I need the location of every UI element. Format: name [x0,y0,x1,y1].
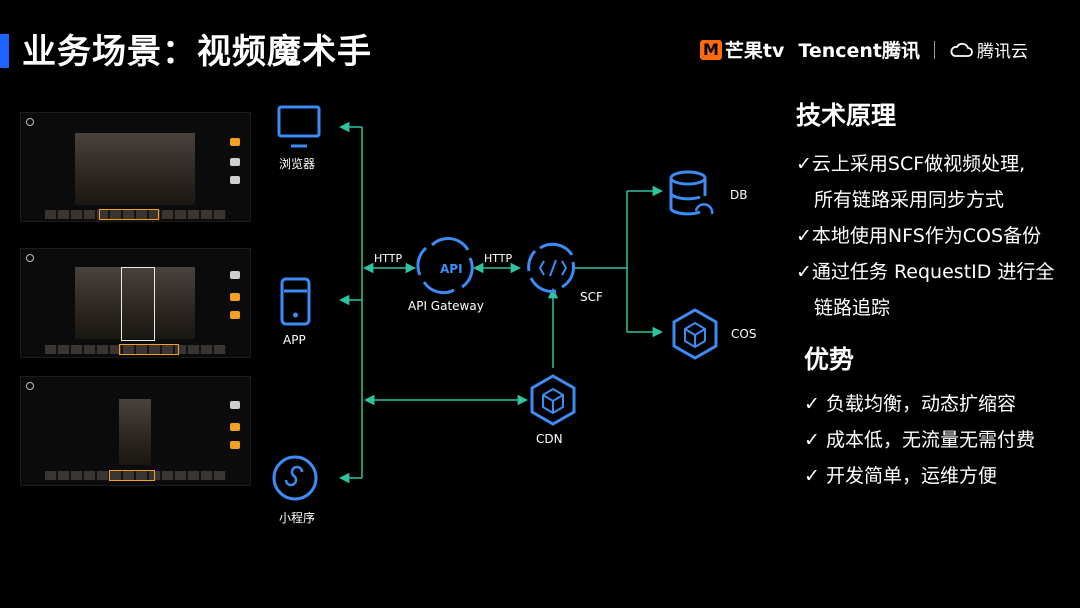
mango-tv-mark: M [700,39,722,60]
close-icon [26,118,34,126]
cos-storage-icon [672,308,718,360]
advantages-section: 优势 ✓ 负载均衡，动态扩缩容 ✓ 成本低，无流量无需付费 ✓ 开发简单，运维方… [796,340,1076,494]
browser-label: 浏览器 [279,157,316,171]
side-option-active [230,423,240,431]
principle-item-continued: 链路追踪 [814,297,891,319]
advantage-item: ✓ 负载均衡，动态扩缩容 [804,393,1016,415]
side-option-active [230,293,240,301]
tencent-logo: Tencent腾讯 [798,40,920,62]
side-option-active [230,138,240,146]
cdn-icon [530,374,576,426]
logo-group: M 芒果tv Tencent腾讯 腾讯云 [700,36,1028,63]
video-frame [75,267,195,339]
filmstrip-selection [99,209,159,220]
mobile-app-icon [280,277,311,326]
filmstrip [45,210,226,219]
video-frame [75,133,195,205]
logo-divider [934,40,935,59]
advantage-item: ✓ 开发简单，运维方便 [804,465,997,487]
database-icon [669,170,714,216]
side-option [230,158,240,166]
advantages-title: 优势 [804,345,855,374]
filmstrip [45,471,226,480]
tencent-cloud-logo: 腾讯云 [949,37,1028,62]
scf-label: SCF [580,290,603,304]
browser-icon [277,105,321,148]
title-accent-bar [0,34,9,68]
advantage-item: ✓ 成本低，无流量无需付费 [804,429,1035,451]
scf-function-icon [527,242,576,293]
app-screenshot-3 [20,376,251,486]
tencent-cloud-text: 腾讯云 [977,42,1028,62]
db-label: DB [730,188,748,202]
close-icon [26,382,34,390]
video-frame-vertical [119,399,151,465]
app-screenshot-2 [20,248,251,358]
side-option-active [230,441,240,449]
api-badge-label: API [440,262,463,276]
filmstrip-selection [109,470,155,481]
cos-label: COS [731,327,757,341]
info-panel: 技术原理 ✓云上采用SCF做视频处理, 所有链路采用同步方式 ✓本地使用NFS作… [796,96,1076,494]
api-gateway-icon [416,236,474,295]
app-label: APP [283,333,306,347]
miniprogram-label: 小程序 [279,511,316,525]
http-edge-label-right: HTTP [484,252,513,265]
api-gateway-label: API Gateway [408,299,484,313]
side-option [230,176,240,184]
side-option [230,271,240,279]
mango-tv-logo: M 芒果tv [700,36,784,63]
client-connectors [338,121,664,484]
close-icon [26,254,34,262]
crop-box [121,267,155,341]
filmstrip-selection [119,344,179,355]
principles-title: 技术原理 [796,101,897,130]
side-option-active [230,311,240,319]
http-edge-label-left: HTTP [374,252,403,265]
cloud-icon [950,42,973,57]
filmstrip [45,345,226,354]
principle-item-continued: 所有链路采用同步方式 [814,189,1005,211]
mango-tv-text: 芒果tv [724,40,785,62]
page-title: 业务场景：视频魔术手 [22,32,372,72]
principle-item: ✓云上采用SCF做视频处理, [796,153,1026,175]
cdn-label: CDN [536,432,563,446]
principle-item: ✓通过任务 RequestID 进行全 [796,261,1055,283]
side-option [230,401,240,409]
app-screenshot-1 [20,112,251,222]
principle-item: ✓本地使用NFS作为COS备份 [796,225,1042,247]
mini-program-icon [272,455,318,501]
